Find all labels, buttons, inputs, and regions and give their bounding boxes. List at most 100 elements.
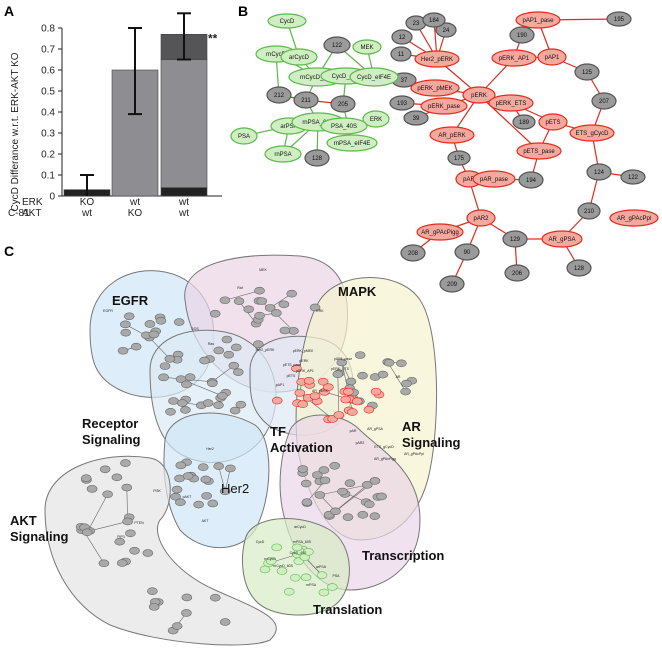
node-label: rnPSA_eIF4E [334, 141, 371, 147]
node-shape [591, 92, 617, 110]
network-node [81, 528, 93, 537]
network-node-label: rnPSA_60S [293, 540, 312, 544]
node-label: 128 [312, 156, 323, 162]
network-edge [86, 494, 108, 533]
panel-b-nodes: 1112232437399012212412512812917518418919… [230, 11, 659, 293]
node-label: 206 [512, 271, 523, 277]
node-label: pERK_AP1 [499, 56, 530, 62]
network-node: pETS_pase [516, 142, 562, 160]
node-shape [390, 46, 412, 62]
network-node [80, 474, 92, 482]
network-node [148, 603, 160, 611]
network-node: 122 [620, 169, 646, 185]
node-shape [512, 114, 536, 130]
region-label: Transcription [362, 548, 444, 563]
y-tick-label: 0 [49, 192, 55, 203]
network-node [120, 459, 131, 467]
node-shape [606, 11, 632, 27]
node-label: 193 [397, 101, 408, 107]
network-node-label: arPSA [316, 565, 327, 569]
node-label: 12 [399, 35, 406, 41]
network-node [123, 312, 135, 321]
network-node [297, 400, 309, 408]
network-node [271, 396, 283, 405]
network-node: MEK [352, 39, 382, 55]
node-label: 194 [526, 178, 537, 184]
network-node-label: PSA [332, 574, 340, 578]
network-node [301, 498, 313, 507]
network-node [337, 487, 348, 496]
node-label: 11 [398, 52, 405, 58]
network-node [291, 364, 302, 373]
network-node [223, 350, 235, 359]
node-label: CycD [280, 19, 295, 25]
network-node: 125 [574, 63, 600, 81]
network-node [254, 286, 265, 295]
network-node [291, 543, 303, 552]
network-node [300, 479, 312, 488]
node-label: ERK [370, 117, 382, 123]
network-node [265, 557, 277, 565]
network-node-label: pETS_pase [283, 363, 301, 367]
node-shape [320, 117, 368, 135]
network-node [219, 296, 231, 305]
y-axis-ticks: 00.10.20.30.40.50.60.70.8 [41, 24, 62, 203]
node-label: Her2_pERK [421, 57, 453, 63]
network-node [181, 380, 192, 389]
node-shape [566, 259, 592, 277]
network-node [125, 529, 136, 538]
network-node [116, 559, 128, 567]
node-label: arCycD [289, 55, 310, 61]
network-node: Her2_pERK [414, 50, 460, 68]
network-node [256, 297, 268, 305]
network-node [181, 609, 192, 617]
node-label: 23 [413, 21, 420, 27]
node-label: PSA [238, 134, 250, 140]
network-node: pERK_pMEK [410, 79, 460, 97]
node-label: pERK_ETS [496, 101, 527, 107]
network-node [271, 543, 283, 552]
network-node [114, 537, 126, 546]
node-shape [466, 209, 496, 227]
network-node-label: rnCycD [264, 557, 276, 561]
network-node [340, 395, 352, 404]
network-node [197, 463, 209, 472]
bar3-erk: wt [178, 197, 189, 208]
node-label: pERK_pase [428, 104, 461, 110]
y-tick-label: 0.2 [41, 150, 55, 161]
node-shape [509, 26, 535, 44]
node-shape [280, 48, 318, 66]
network-node-label: AR_gPSA [367, 427, 383, 431]
y-tick-label: 0.8 [41, 24, 55, 35]
network-node [158, 373, 169, 382]
node-label: 37 [401, 78, 408, 84]
network-node [254, 311, 265, 320]
node-shape [264, 145, 302, 163]
node-shape [304, 149, 330, 167]
network-node: pERK_ETS [488, 94, 534, 112]
node-label: rnCycD [266, 52, 287, 58]
node-shape [439, 275, 465, 293]
region-label: MAPK [338, 284, 377, 299]
network-node [243, 305, 254, 314]
network-node [98, 559, 110, 568]
network-node: pAP1_pase [515, 11, 561, 29]
network-node [111, 473, 123, 482]
network-node-label: AKT [202, 519, 210, 523]
panel-c-letter: C [4, 243, 14, 259]
network-node: 12 [391, 29, 413, 45]
network-node [168, 397, 179, 405]
network-node-label: PTEN [134, 521, 144, 525]
node-label: 125 [582, 70, 593, 76]
network-node [289, 573, 301, 582]
node-label: pETS [545, 120, 560, 126]
network-node [180, 406, 191, 414]
network-node [370, 387, 382, 396]
network-node: pETS [538, 113, 568, 131]
network-node-label: AR [396, 375, 401, 379]
network-node: ETS_gCycD [569, 124, 615, 142]
network-node [294, 389, 306, 397]
network-node-label: AR_pERK [312, 389, 329, 393]
